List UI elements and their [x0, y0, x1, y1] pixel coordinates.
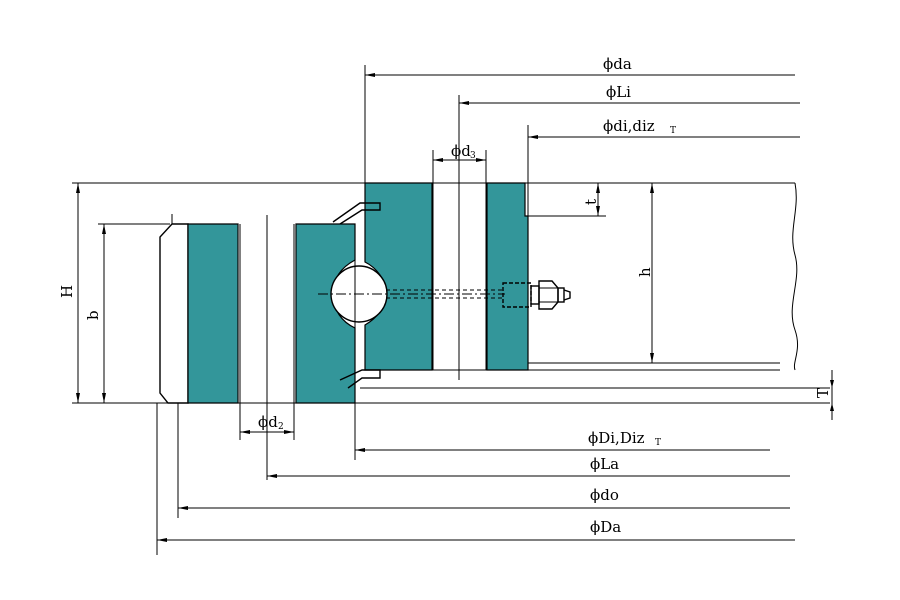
do-label: ϕdo: [590, 486, 619, 504]
outer-ring: [159, 214, 356, 480]
Di-subscript: T: [655, 438, 661, 448]
Di-label: ϕDi,Diz: [588, 429, 645, 447]
h-label: h: [636, 267, 654, 277]
da-label: ϕda: [603, 55, 632, 73]
outer-ring-left-block: [187, 223, 239, 404]
T-label: T: [814, 388, 832, 398]
d3-subscript: 3: [470, 151, 476, 161]
top-dimensions: ϕda ϕLi ϕdi,diz T ϕd 3: [365, 55, 800, 216]
d2-subscript: 2: [278, 422, 284, 432]
frame-lines: [72, 182, 830, 404]
inner-ring-right-block: [486, 182, 529, 371]
H-label: H: [58, 285, 76, 298]
grease-fitting: [386, 280, 571, 310]
bottom-dimensions: ϕd 2 ϕDi,Diz T ϕLa ϕdo ϕDa: [156, 403, 795, 555]
d3-label: ϕd: [451, 142, 471, 160]
Da-label: ϕDa: [590, 518, 621, 536]
La-label: ϕLa: [590, 455, 619, 473]
t-label: t: [582, 199, 600, 205]
left-dimensions: H b: [58, 183, 106, 403]
right-dimensions: t h T: [528, 183, 834, 420]
d2-label: ϕd: [258, 413, 278, 431]
inner-ring: [332, 95, 529, 389]
ball-assembly: [318, 65, 505, 460]
b-label: b: [84, 310, 102, 320]
Li-label: ϕLi: [606, 83, 631, 101]
di-label: ϕdi,diz: [603, 117, 655, 135]
di-subscript: T: [670, 126, 676, 136]
